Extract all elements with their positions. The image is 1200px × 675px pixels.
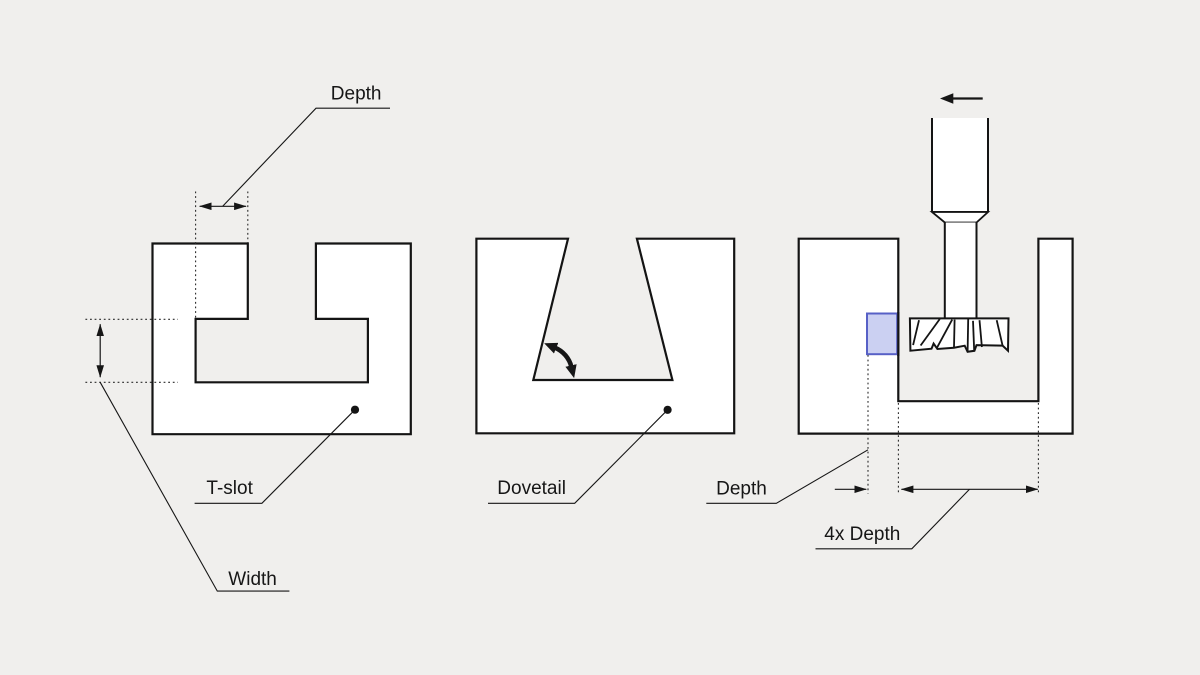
svg-text:T-slot: T-slot: [206, 478, 253, 499]
svg-text:4x Depth: 4x Depth: [824, 524, 900, 545]
svg-text:Width: Width: [228, 569, 277, 590]
svg-text:Depth: Depth: [331, 84, 382, 105]
svg-text:Dovetail: Dovetail: [497, 478, 566, 499]
svg-text:Depth: Depth: [716, 479, 767, 500]
